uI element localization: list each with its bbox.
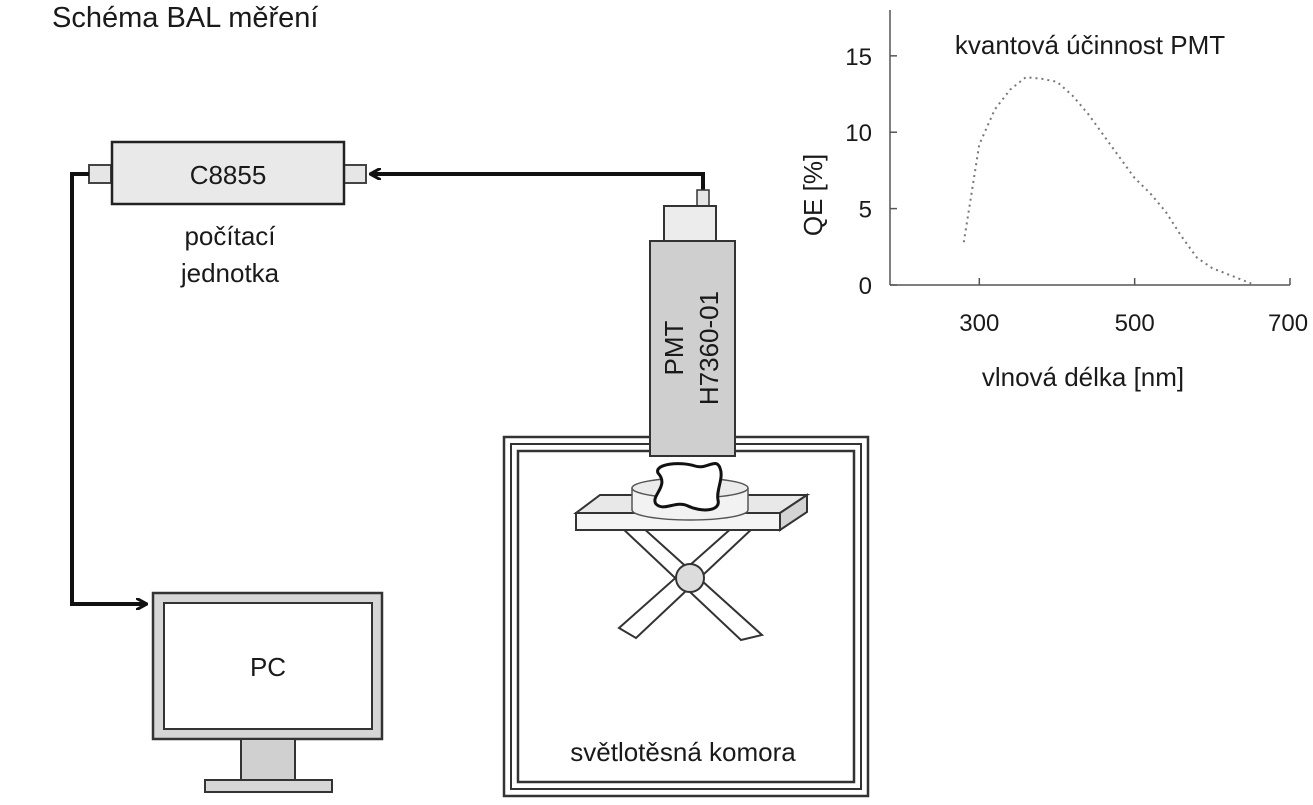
counter-to-pc-cable — [70, 172, 146, 604]
pmt-to-counter-cable — [371, 174, 705, 192]
qe-curve — [962, 76, 1252, 285]
y-tick-label: 10 — [845, 120, 872, 147]
counter-unit: C8855 počítací jednotka — [88, 140, 367, 288]
pmt-detector: PMT H7360-01 — [649, 189, 736, 457]
pc-label: PC — [250, 652, 286, 682]
y-tick-label: 5 — [859, 197, 872, 224]
counter-unit-caption-line2: jednotka — [180, 258, 280, 288]
counter-unit-body — [110, 140, 346, 206]
chamber-label: světlotěsná komora — [570, 737, 796, 767]
pmt-label-line2: H7360-01 — [694, 291, 724, 405]
pmt-connector-cap — [663, 205, 717, 242]
x-tick-label: 500 — [1115, 310, 1155, 337]
monitor-neck — [240, 738, 296, 782]
pmt-signal-pin — [696, 189, 710, 207]
pc-monitor: PC — [151, 591, 384, 793]
counter-unit-right-connector — [343, 164, 367, 184]
pmt-label-line1: PMT — [659, 320, 689, 375]
chart-series — [962, 76, 1252, 285]
pmt-chamber-port — [651, 434, 734, 455]
platform-side — [779, 493, 808, 532]
counter-unit-caption-line1: počítací — [184, 221, 276, 251]
stand-pivot — [675, 563, 705, 593]
monitor-screen — [163, 602, 373, 730]
chart-ticks: 300 500 700 0 5 10 15 — [845, 44, 1308, 337]
qe-chart: kvantová účinnost PMT QE [%] vlnová délk… — [798, 10, 1308, 392]
y-tick-label: 0 — [859, 273, 872, 300]
chart-xlabel: vlnová délka [nm] — [982, 362, 1184, 392]
pmt-body — [649, 240, 736, 457]
counter-unit-label: C8855 — [190, 160, 267, 190]
light-tight-chamber: světlotěsná komora — [502, 434, 870, 798]
chart-title: kvantová účinnost PMT — [955, 30, 1225, 60]
x-tick-label: 700 — [1268, 310, 1308, 337]
counter-unit-left-connector — [88, 164, 112, 184]
sample — [653, 462, 723, 512]
diagram-title: Schéma BAL měření — [52, 2, 319, 34]
x-tick-label: 300 — [959, 310, 999, 337]
y-tick-label: 15 — [845, 44, 872, 71]
monitor-base — [204, 779, 333, 793]
chart-ylabel: QE [%] — [798, 154, 828, 236]
